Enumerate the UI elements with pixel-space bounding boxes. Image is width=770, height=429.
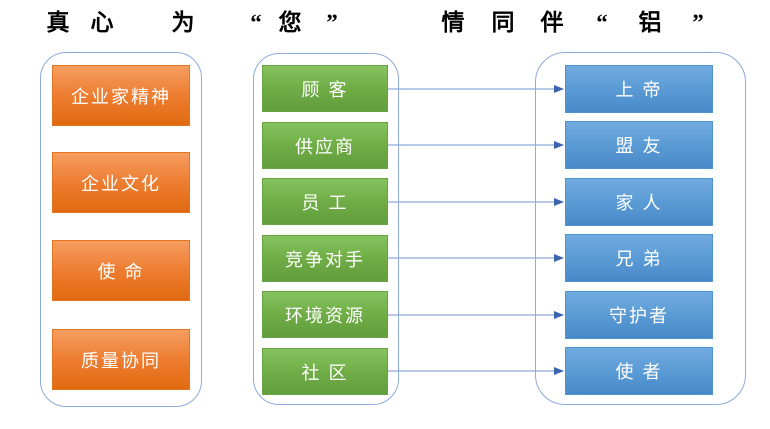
role-box: 家 人 bbox=[565, 178, 713, 226]
stakeholder-box: 竞争对手 bbox=[262, 235, 388, 282]
role-box: 守护者 bbox=[565, 291, 713, 339]
title-char: “ bbox=[596, 10, 608, 35]
title-char: “ bbox=[250, 10, 262, 35]
stakeholder-box: 环境资源 bbox=[262, 291, 388, 338]
title-char: 同 bbox=[491, 10, 515, 35]
role-box: 使 者 bbox=[565, 347, 713, 395]
role-box: 兄 弟 bbox=[565, 234, 713, 282]
stakeholder-box: 供应商 bbox=[262, 122, 388, 169]
role-box: 盟 友 bbox=[565, 121, 713, 169]
title-char: 情 bbox=[441, 10, 465, 35]
role-box: 上 帝 bbox=[565, 65, 713, 113]
stakeholder-box: 员 工 bbox=[262, 178, 388, 225]
value-box: 企业文化 bbox=[52, 152, 190, 213]
title-char: 伴 bbox=[540, 10, 564, 35]
title-char: 您 bbox=[278, 10, 302, 35]
stakeholder-box: 社 区 bbox=[262, 348, 388, 395]
title-char: 为 bbox=[171, 10, 195, 35]
title-char: 铝 bbox=[638, 10, 662, 35]
value-box: 企业家精神 bbox=[52, 65, 190, 126]
title-char: ” bbox=[692, 10, 704, 35]
value-box: 使 命 bbox=[52, 240, 190, 301]
value-box: 质量协同 bbox=[52, 329, 190, 390]
title-char: 真 bbox=[46, 10, 70, 35]
title-char: ” bbox=[326, 10, 338, 35]
title-char: 心 bbox=[90, 10, 114, 35]
stakeholder-box: 顾 客 bbox=[262, 65, 388, 112]
